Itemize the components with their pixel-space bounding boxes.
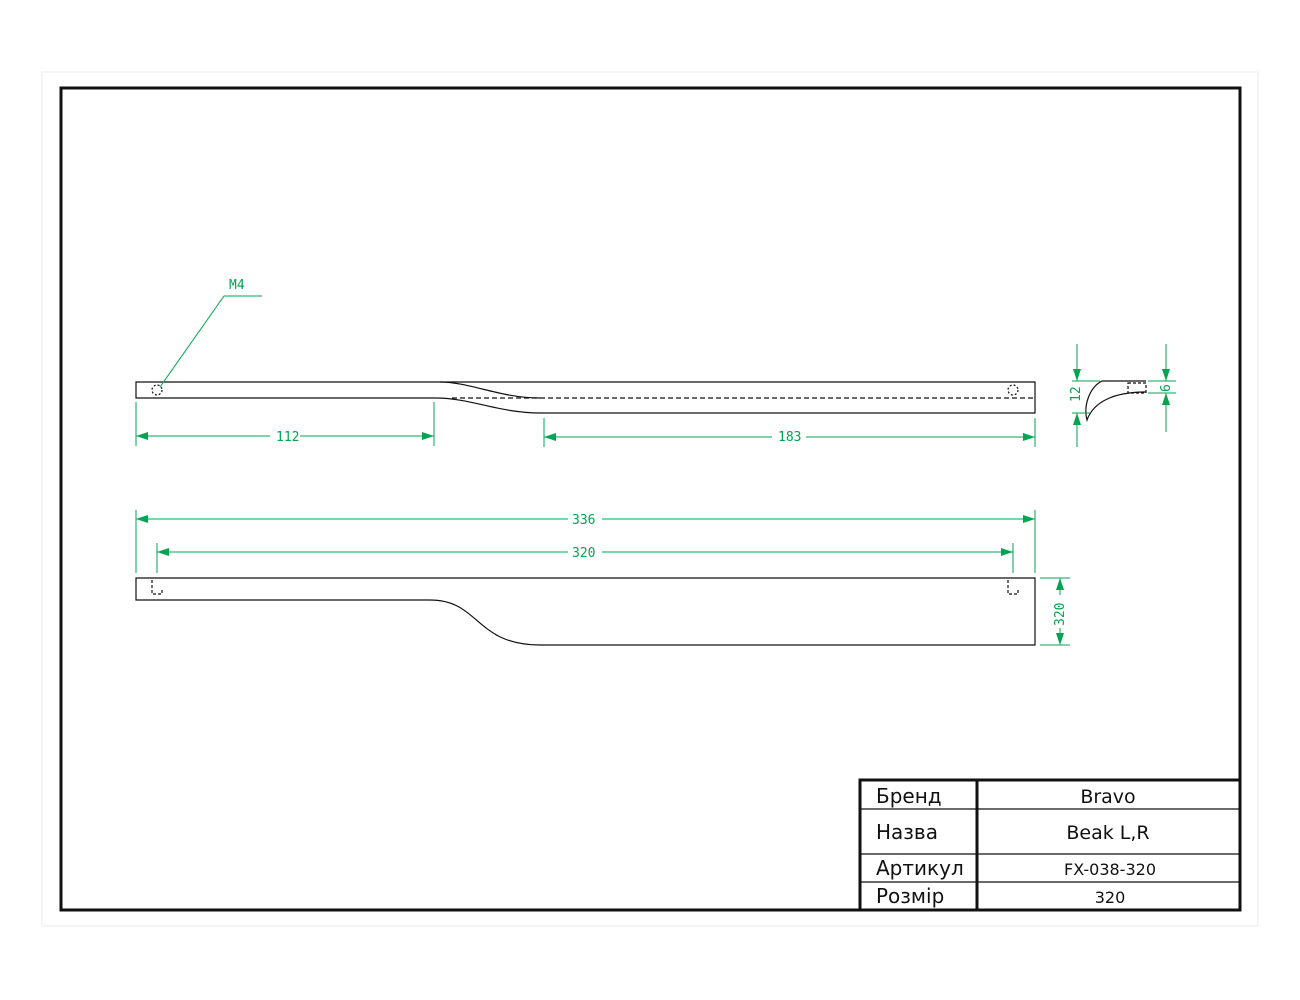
title-block-value-article: FX-038-320 (1064, 860, 1156, 879)
title-block-label-name: Назва (876, 820, 938, 844)
dimension-112-label: 112 (276, 430, 299, 445)
dimension-112 (135, 402, 435, 446)
profile-slot (1127, 382, 1147, 394)
page-border (41, 71, 1259, 927)
front-view (135, 577, 1036, 646)
dimension-320-length (156, 543, 1014, 573)
title-block-value-name: Beak L,R (1066, 822, 1149, 844)
dimension-336 (135, 510, 1036, 573)
profile-outline (1085, 380, 1147, 422)
title-block-label-article: Артикул (876, 856, 964, 880)
thread-leader (159, 295, 262, 388)
dimension-320-length-label: 320 (572, 546, 595, 561)
front-right-hole (1007, 580, 1019, 595)
dimension-12-label: 12 (1069, 386, 1084, 402)
title-block-label-brand: Бренд (876, 784, 942, 808)
hole-left-icon (151, 384, 163, 396)
dimension-6-label: 6 (1159, 384, 1174, 392)
side-profile (1085, 380, 1147, 422)
title-block-value-brand: Bravo (1080, 786, 1135, 808)
dimension-320-height (1040, 577, 1070, 646)
hole-right-icon (1007, 384, 1019, 396)
title-block-label-size: Розмір (876, 884, 944, 908)
dimension-320-height-label: 320 (1053, 603, 1068, 626)
dimension-183 (543, 418, 1036, 447)
dimension-336-label: 336 (572, 513, 595, 528)
top-view (135, 381, 1036, 414)
top-view-outline (135, 381, 1036, 414)
title-block (858, 778, 1242, 912)
front-view-outline (135, 577, 1036, 646)
leader-line (159, 295, 262, 388)
dimension-12 (1072, 344, 1100, 447)
top-view-curve (439, 381, 541, 399)
front-left-hole (151, 580, 163, 595)
drawing-frame (59, 86, 1242, 912)
thread-label: M4 (229, 278, 245, 293)
title-block-value-size: 320 (1095, 888, 1126, 907)
dimension-183-label: 183 (778, 430, 801, 445)
dimension-6 (1148, 344, 1176, 432)
